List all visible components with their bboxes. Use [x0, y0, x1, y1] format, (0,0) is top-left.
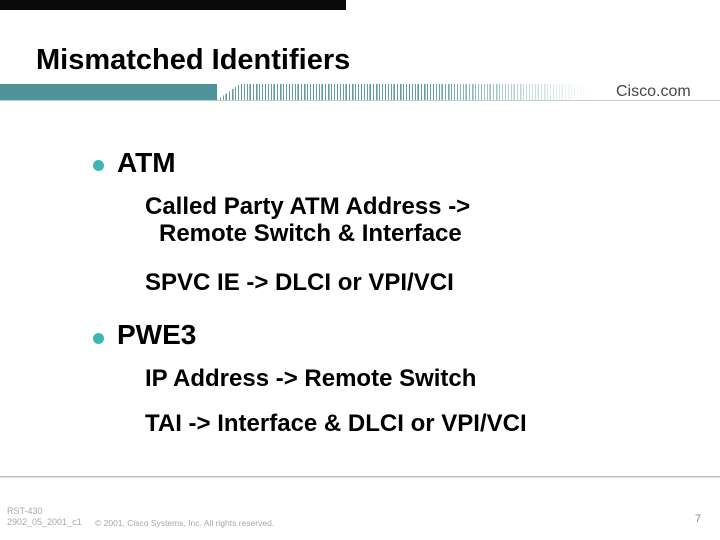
header-bar-solid-segment — [0, 84, 217, 100]
deck-id-file: 2902_05_2001_c1 — [7, 517, 82, 527]
footer-divider-line — [0, 476, 720, 479]
subitem-spvc-ie: SPVC IE -> DLCI or VPI/VCI — [145, 269, 454, 296]
deck-id-session: RST-430 — [7, 506, 43, 516]
bullet-icon — [93, 333, 104, 344]
cisco-brand-label: Cisco.com — [616, 83, 691, 100]
deck-id: RST-430 2902_05_2001_c1 — [7, 506, 82, 528]
header-divider-bar: Cisco.com — [0, 83, 720, 101]
bullet-label-atm: ATM — [117, 147, 176, 178]
slide-title: Mismatched Identifiers — [36, 44, 351, 76]
page-number: 7 — [694, 513, 702, 525]
top-edge-bar — [0, 0, 346, 10]
bullet-label-pwe3: PWE3 — [117, 319, 197, 350]
header-bar-underline — [0, 100, 720, 101]
copyright-notice: © 2001, Cisco Systems, Inc. All rights r… — [95, 518, 275, 528]
subitem-tai: TAI -> Interface & DLCI or VPI/VCI — [145, 410, 527, 437]
header-bar-pinstripe-segment — [217, 84, 599, 100]
subitem-ip-address: IP Address -> Remote Switch — [145, 365, 477, 392]
subitem-called-party-line1: Called Party ATM Address -> — [145, 193, 471, 220]
bullet-icon — [93, 160, 104, 171]
subitem-called-party-line2: Remote Switch & Interface — [159, 220, 462, 247]
